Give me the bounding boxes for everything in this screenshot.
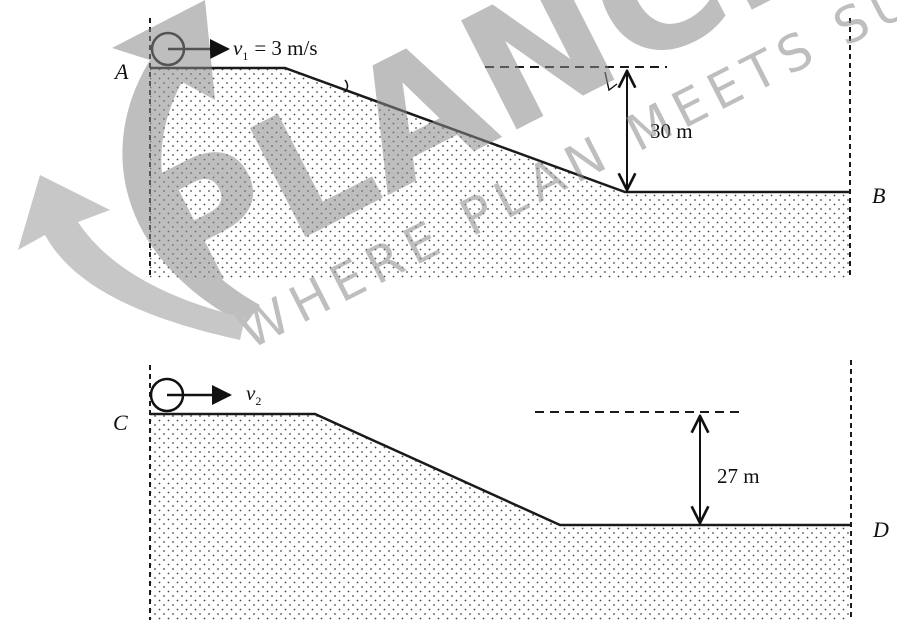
point-a-label: A [113, 59, 129, 84]
point-c-label: C [113, 410, 128, 435]
top-ground-fill [150, 68, 850, 278]
watermark: PLANCESS WHERE PLAN MEETS SUCCESS [18, 0, 897, 361]
velocity-v2-label: v2 [246, 381, 261, 408]
watermark-large-arrow [112, 0, 260, 325]
bottom-scene: v2 C D 27 m [113, 360, 889, 620]
bottom-ground-fill [150, 414, 850, 620]
top-height-label: 30 m [650, 119, 693, 143]
point-b-label: B [872, 183, 885, 208]
bottom-height-label: 27 m [717, 464, 760, 488]
top-annotation-tick [604, 71, 618, 92]
bottom-track-line [150, 412, 850, 527]
top-track-line [150, 66, 850, 194]
velocity-v1-label: v1= 3 m/s [233, 36, 318, 63]
point-d-label: D [872, 517, 889, 542]
top-annotation-mark [344, 79, 349, 93]
watermark-small-arrow [18, 175, 245, 340]
